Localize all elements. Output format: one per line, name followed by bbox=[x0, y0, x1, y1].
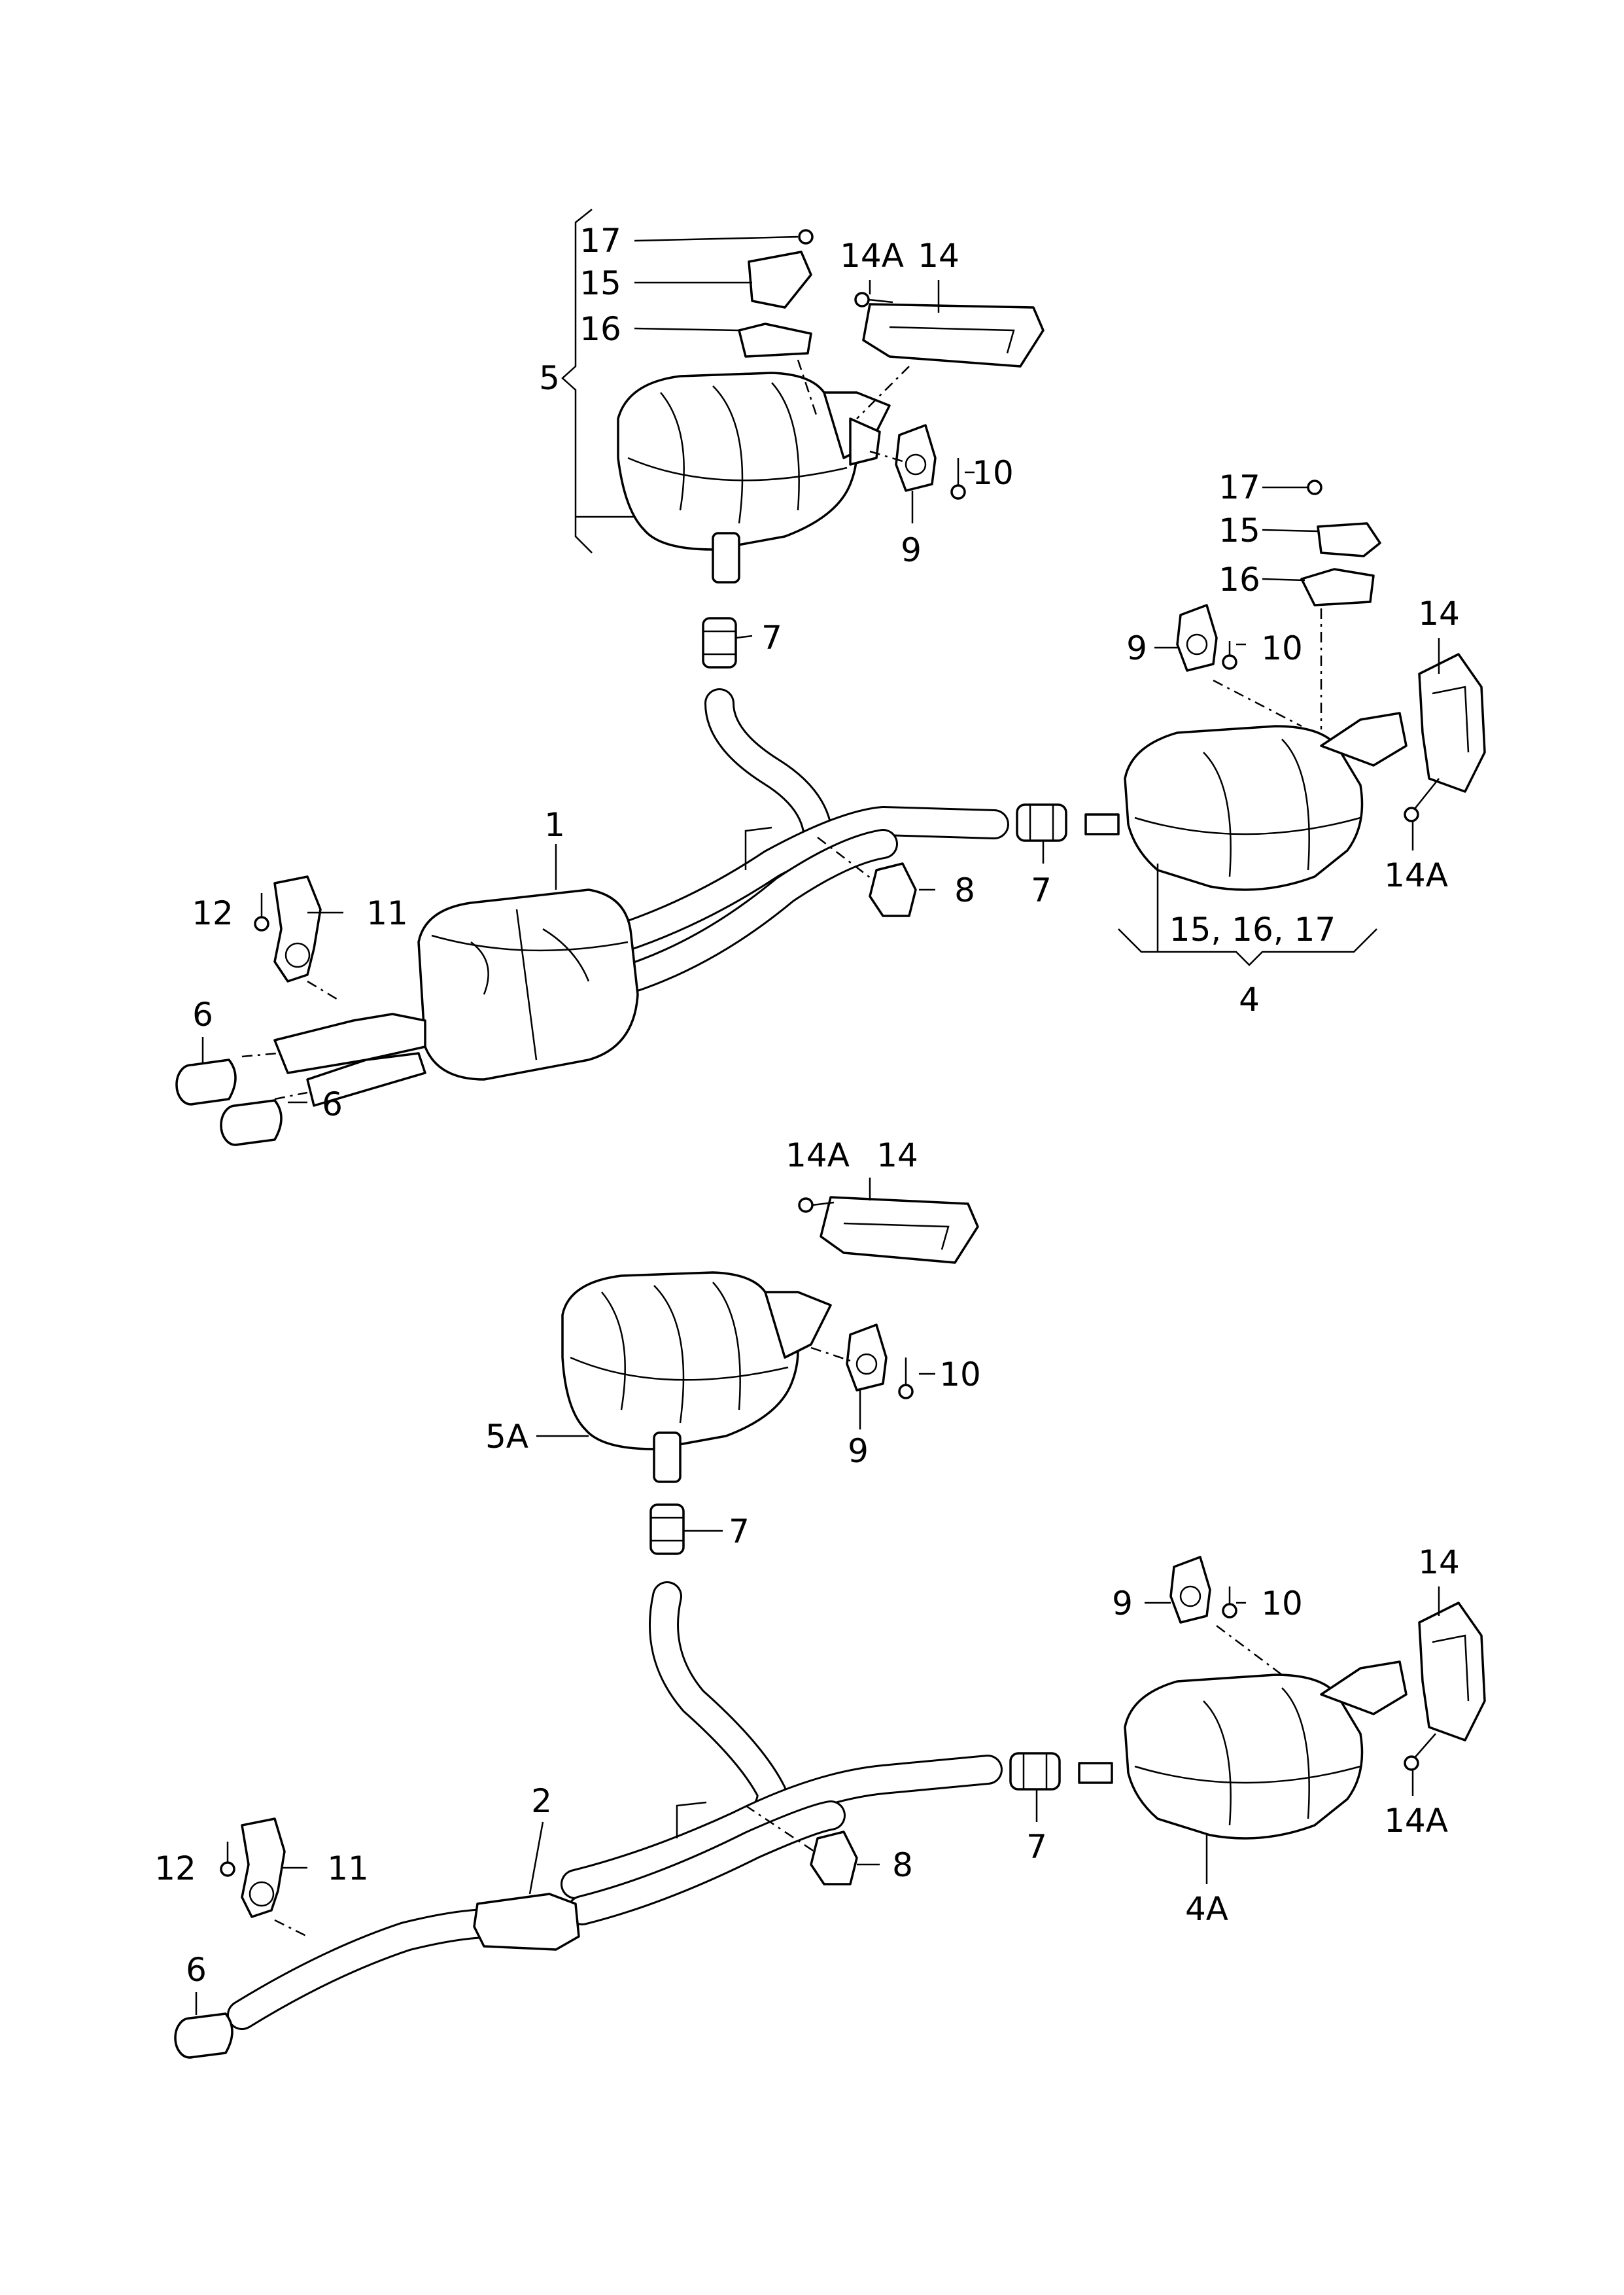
bolt-14a-upper bbox=[854, 292, 893, 307]
hanger-9-upper bbox=[869, 424, 937, 492]
callout-11-lower: 11 bbox=[327, 1849, 369, 1887]
heat-shield-14-upper bbox=[856, 303, 1045, 419]
callout-12-upper: 12 bbox=[192, 894, 233, 932]
clamp-7-upper-vertical bbox=[702, 617, 737, 669]
callout-8-lower: 8 bbox=[892, 1846, 913, 1884]
pipe-run-lower bbox=[227, 1581, 1003, 2030]
lower-exhaust-assembly bbox=[174, 1196, 1486, 2059]
bracket-11-lower bbox=[241, 1817, 308, 1938]
callout-11-upper: 11 bbox=[366, 894, 408, 932]
callout-10-upper-right: 10 bbox=[1261, 629, 1303, 667]
callout-7-lower-a: 7 bbox=[729, 1513, 750, 1550]
callout-7-upper-b: 7 bbox=[1031, 871, 1052, 909]
bolt-12-upper bbox=[254, 893, 269, 932]
callout-10-lower: 10 bbox=[939, 1356, 981, 1393]
callout-14a-lower-right: 14A bbox=[1384, 1802, 1448, 1840]
clamp-6-upper-a bbox=[175, 1059, 237, 1106]
callout-8-upper: 8 bbox=[954, 871, 975, 909]
callout-16-upper-right: 16 bbox=[1218, 561, 1260, 599]
bolt-12-lower bbox=[220, 1842, 235, 1877]
heat-shield-14-lower-right bbox=[1418, 1602, 1486, 1742]
callout-9-lower: 9 bbox=[848, 1432, 869, 1470]
mount-parts-upper-right bbox=[1300, 480, 1381, 729]
clamp-7-upper-horizontal bbox=[1016, 803, 1120, 842]
bracket-11-upper bbox=[273, 875, 341, 1002]
bolt-14a-lower-right bbox=[1404, 1733, 1436, 1771]
bolt-10-lower-right bbox=[1222, 1586, 1237, 1619]
callout-6-upper-a: 6 bbox=[192, 996, 213, 1034]
bolt-14a-lower bbox=[798, 1197, 835, 1213]
callout-12-lower: 12 bbox=[154, 1849, 196, 1887]
callout-16-upper: 16 bbox=[579, 310, 621, 348]
upper-exhaust-assembly bbox=[175, 209, 1486, 1146]
bolt-10-upper bbox=[950, 458, 966, 500]
callout-14-upper: 14 bbox=[918, 237, 959, 275]
rear-silencer-4a bbox=[1124, 1660, 1408, 1840]
callout-4a: 4A bbox=[1185, 1890, 1228, 1928]
clamp-6-lower bbox=[174, 2012, 233, 2059]
callouts-upper: 17 15 16 14A 14 5 10 9 7 17 15 16 14 9 1… bbox=[192, 222, 1460, 1123]
callout-14a-upper: 14A bbox=[840, 237, 904, 275]
rear-silencer-4 bbox=[1124, 712, 1408, 891]
middle-silencer-5 bbox=[617, 372, 891, 584]
leader-lines bbox=[195, 236, 1440, 2015]
callout-15-upper-right: 15 bbox=[1218, 512, 1260, 550]
callout-4: 4 bbox=[1239, 981, 1260, 1019]
callout-14a-upper-right: 14A bbox=[1384, 856, 1448, 894]
heat-shield-14-upper-right bbox=[1418, 653, 1486, 793]
callout-9-upper-right: 9 bbox=[1126, 629, 1147, 667]
callout-14-lower-right: 14 bbox=[1418, 1543, 1460, 1581]
hanger-9-upper-right bbox=[1176, 604, 1302, 727]
callout-14-lower: 14 bbox=[876, 1136, 918, 1174]
bolt-10-upper-right bbox=[1222, 641, 1237, 670]
hanger-9-lower bbox=[810, 1323, 888, 1392]
bracket-4 bbox=[1118, 928, 1377, 966]
middle-silencer-5a bbox=[561, 1271, 832, 1483]
inlet-pipes-upper bbox=[241, 1013, 426, 1107]
callout-15-upper: 15 bbox=[579, 264, 621, 302]
hanger-8-lower bbox=[745, 1804, 858, 1885]
bolt-14a-upper-right bbox=[1404, 778, 1440, 822]
heat-shield-14-lower bbox=[820, 1196, 979, 1264]
pipe-run-upper bbox=[593, 688, 1009, 996]
callout-17-upper-right: 17 bbox=[1218, 468, 1260, 506]
callout-6-upper-b: 6 bbox=[322, 1085, 343, 1123]
callout-14-upper-right: 14 bbox=[1418, 595, 1460, 633]
callout-2: 2 bbox=[531, 1782, 552, 1820]
callout-7-upper-a: 7 bbox=[761, 619, 782, 657]
callout-17-upper: 17 bbox=[579, 222, 621, 260]
callout-5a: 5A bbox=[485, 1418, 528, 1456]
callout-14a-lower: 14A bbox=[786, 1136, 850, 1174]
hanger-9-lower-right bbox=[1169, 1556, 1283, 1675]
clamp-6-upper-b bbox=[220, 1099, 283, 1146]
callout-7-lower-b: 7 bbox=[1026, 1828, 1047, 1866]
callout-group-15-16-17: 15, 16, 17 bbox=[1169, 911, 1336, 949]
callout-9-upper: 9 bbox=[901, 531, 922, 569]
bolt-10-lower bbox=[898, 1358, 914, 1399]
clamp-7-lower-horizontal bbox=[1009, 1752, 1113, 1791]
bracket-5 bbox=[561, 209, 593, 553]
callout-10-lower-right: 10 bbox=[1261, 1585, 1303, 1622]
clamp-7-lower-vertical bbox=[649, 1503, 685, 1555]
callout-6-lower: 6 bbox=[186, 1951, 207, 1989]
front-silencer-1 bbox=[417, 888, 639, 1081]
callout-9-lower-right: 9 bbox=[1112, 1585, 1133, 1622]
callout-5: 5 bbox=[539, 359, 560, 397]
callout-1: 1 bbox=[544, 806, 565, 844]
mount-parts-upper-left bbox=[738, 229, 819, 419]
callouts-lower: 14A 14 10 9 5A 7 9 10 14 14A 7 4A 2 12 1… bbox=[154, 1136, 1460, 1989]
hanger-8-upper bbox=[817, 837, 917, 917]
callout-10-upper: 10 bbox=[972, 454, 1014, 492]
